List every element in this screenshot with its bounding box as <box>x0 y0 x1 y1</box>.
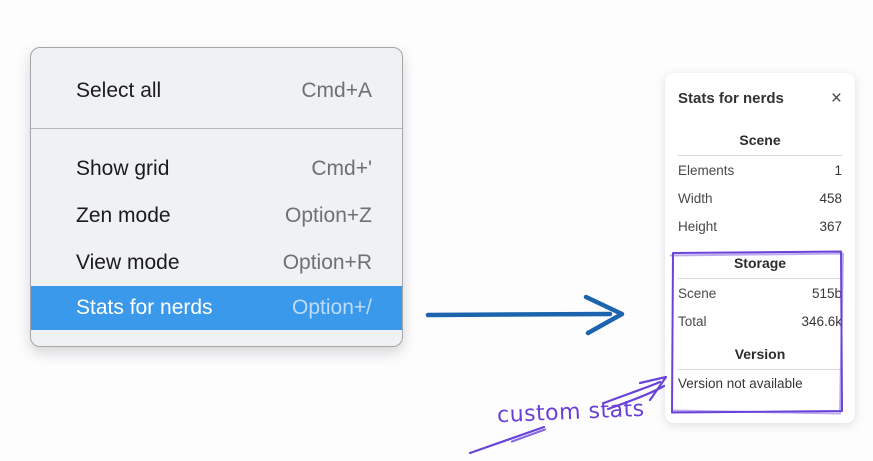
panel-title: Stats for nerds <box>678 89 784 107</box>
divider <box>678 155 842 156</box>
stat-label: Height <box>678 218 718 234</box>
stat-value: 367 <box>819 218 842 234</box>
menu-item-show-grid[interactable]: Show grid Cmd+' <box>31 145 402 192</box>
pointer-arrow-icon <box>425 294 625 336</box>
menu-item-select-all[interactable]: Select all Cmd+A <box>31 65 402 117</box>
section-header-storage: Storage <box>733 255 787 271</box>
menu-item-label: Zen mode <box>76 203 171 227</box>
menu-item-shortcut: Cmd+' <box>311 156 372 180</box>
version-note: Version not available <box>678 376 803 391</box>
close-button[interactable]: × <box>831 89 842 108</box>
context-menu: Select all Cmd+A Show grid Cmd+' Zen mod… <box>30 47 403 347</box>
section-header-scene: Scene <box>739 132 781 148</box>
stat-value: 1 <box>834 162 842 178</box>
close-icon: × <box>830 87 842 109</box>
menu-item-label: Stats for nerds <box>76 296 213 319</box>
menu-item-label: Select all <box>76 79 162 102</box>
menu-item-zen-mode[interactable]: Zen mode Option+Z <box>31 192 402 239</box>
menu-section-top: Select all Cmd+A <box>31 48 402 128</box>
stat-label: Scene <box>678 285 717 301</box>
stat-value: 458 <box>819 190 842 206</box>
menu-item-label: Show grid <box>76 156 170 180</box>
stats-panel-header: Stats for nerds × <box>678 83 842 113</box>
stat-row-elements: Elements 1 <box>678 156 842 184</box>
menu-item-label: View mode <box>76 250 180 274</box>
menu-item-shortcut: Option+Z <box>285 203 372 227</box>
menu-separator <box>31 128 402 129</box>
stat-label: Width <box>678 190 713 206</box>
stat-label: Total <box>678 313 707 329</box>
stat-label: Elements <box>678 162 735 178</box>
menu-item-stats-for-nerds[interactable]: Stats for nerds Option+/ <box>31 286 402 330</box>
stat-value: 515b <box>811 285 842 301</box>
menu-item-view-mode[interactable]: View mode Option+R <box>31 239 402 286</box>
menu-item-shortcut: Cmd+A <box>301 79 372 102</box>
menu-section-bottom: Show grid Cmd+' Zen mode Option+Z View m… <box>31 129 402 346</box>
stat-row-width: Width 458 <box>678 184 842 212</box>
section-header-version: Version <box>734 346 786 362</box>
stat-value: 346.6k <box>801 313 842 329</box>
stat-row-scene-storage: Scene 515b <box>678 279 842 307</box>
stat-row-height: Height 367 <box>678 212 842 240</box>
menu-item-shortcut: Option+R <box>282 250 372 274</box>
stats-panel: Stats for nerds × Scene Elements 1 Width… <box>665 73 855 423</box>
annotation-label: custom stats <box>496 396 646 429</box>
menu-item-shortcut: Option+/ <box>292 296 372 319</box>
stat-row-total-storage: Total 346.6k <box>678 307 842 335</box>
